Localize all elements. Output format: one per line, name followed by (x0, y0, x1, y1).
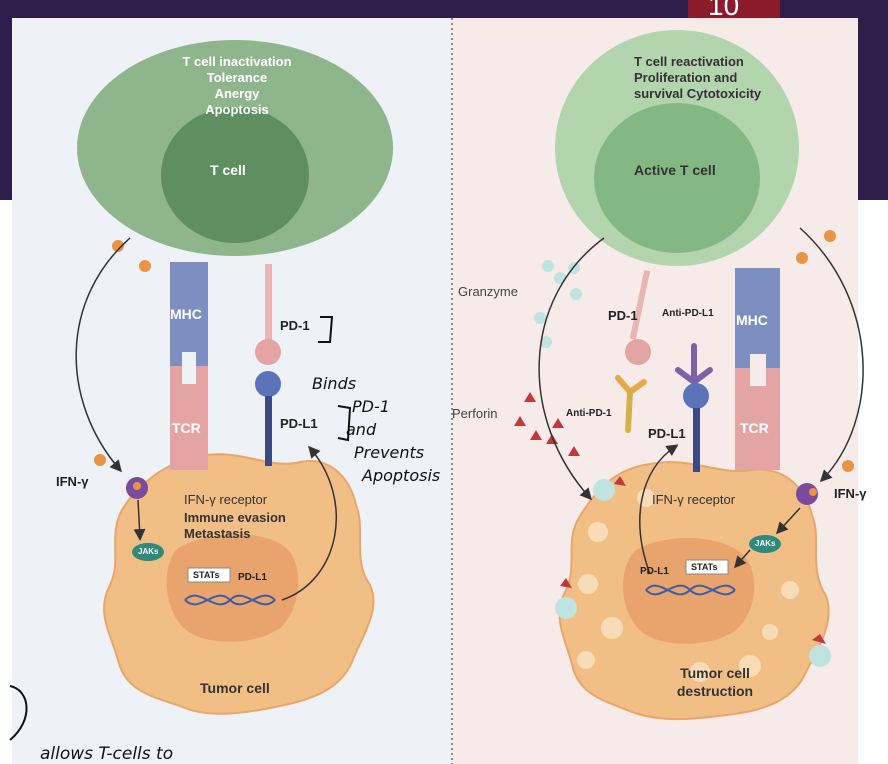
jaks-label-left: JAKs (138, 547, 159, 556)
jaks-label-right: JAKs (755, 539, 776, 548)
ifn-dot (796, 252, 808, 264)
anti-pd1-label: Anti-PD-1 (566, 408, 612, 419)
handwritten-note-binds: Binds PD-1 and Prevents Apoptosis (312, 372, 441, 487)
mhc-left (170, 262, 208, 366)
note-line: Apoptosis (362, 466, 441, 485)
pd1-label-left: PD-1 (280, 318, 310, 333)
pdl1-head-right (683, 383, 709, 409)
stats-label-right: STATs (691, 562, 718, 572)
handwritten-note-bottom: allows T-cells to (40, 744, 174, 764)
stats-box-left (187, 567, 231, 583)
t-cell-label-left: T cell (210, 162, 246, 178)
dna-pdl1-label-left: PD-L1 (238, 572, 267, 583)
status-line: Proliferation and (634, 70, 738, 85)
note-line: and (346, 420, 377, 439)
anti-pdl1-label: Anti-PD-L1 (662, 308, 714, 319)
bracket-bottom (9, 685, 28, 741)
perforin-label: Perforin (452, 406, 498, 421)
mhc-label-right: MHC (736, 312, 768, 328)
bracket-pdl1 (337, 405, 352, 442)
pd1-head-left (255, 339, 281, 365)
pd1-label-right: PD-1 (608, 308, 638, 323)
pd1-stalk-right (629, 270, 651, 340)
ifn-dot (842, 460, 854, 472)
bracket-pd1 (318, 316, 334, 343)
dna-pdl1-label-right: PD-L1 (640, 566, 669, 577)
ifng-label-left: IFN-γ (56, 474, 89, 489)
tumor-vesicles (577, 489, 799, 682)
tumor-label-right: Tumor cell destruction (660, 664, 770, 700)
mhc-right (735, 268, 780, 368)
jaks-icon-right (749, 535, 781, 553)
arrow-dna-to-pdl1-right (639, 444, 679, 575)
pd1-stalk-left (265, 264, 272, 342)
stats-label-left: STATs (193, 570, 220, 580)
evasion-labels: Immune evasion Metastasis (184, 510, 286, 542)
granzyme-label: Granzyme (458, 284, 518, 299)
attached-perforin (560, 476, 826, 644)
ifng-receptor-icon-right (796, 483, 818, 505)
status-line: Apoptosis (205, 102, 269, 117)
active-t-cell-nucleus (594, 103, 760, 253)
status-line: Tolerance (206, 70, 268, 85)
active-t-cell-label: Active T cell (634, 162, 716, 178)
jaks-icon-left (132, 543, 164, 561)
note-line: PD-1 (352, 397, 390, 416)
t-cell-nucleus-left (161, 107, 309, 243)
arrow-dna-to-pdl1 (281, 445, 338, 601)
arrow-granzyme-to-tumor (538, 237, 605, 501)
nucleus-left (166, 534, 299, 642)
tcr-label-left: TCR (172, 420, 201, 436)
note-line: Prevents (354, 443, 425, 462)
ifng-receptor-icon-left (126, 477, 148, 499)
pd1-head-right (625, 339, 651, 365)
pdl1-stalk-right (693, 408, 700, 472)
ifn-dot (112, 240, 124, 252)
t-cell-status-right: T cell reactivation Proliferation and su… (634, 54, 814, 102)
receptor-label-left: IFN-γ receptor (184, 492, 268, 507)
note-line: Binds (312, 374, 357, 393)
mhc-label-left: MHC (170, 306, 202, 322)
anti-pdl1-antibody-icon (675, 343, 713, 386)
evasion-line: Metastasis (184, 526, 251, 541)
status-line: survival Cytotoxicity (634, 86, 762, 101)
slide-number: 10 (708, 0, 740, 21)
evasion-line: Immune evasion (184, 510, 286, 525)
anti-pd1-antibody-icon (615, 375, 647, 433)
attached-granzyme (555, 479, 831, 667)
tcr-label-right: TCR (740, 420, 769, 436)
receptor-label-right: IFN-γ receptor (652, 492, 736, 507)
status-line: Anergy (214, 86, 260, 101)
ifng-label-right: IFN-γ (834, 486, 867, 501)
status-line: T cell inactivation (182, 54, 292, 69)
ifn-dot (824, 230, 836, 242)
stats-box-right (685, 559, 729, 575)
tumor-label-left: Tumor cell (200, 680, 270, 696)
tcr-right (735, 368, 780, 470)
pdl1-label-left: PD-L1 (280, 416, 318, 431)
pdl1-head-left (255, 371, 281, 397)
arrow-tcell-to-receptor (75, 237, 131, 473)
ifn-dot (139, 260, 151, 272)
ifn-dot (94, 454, 106, 466)
t-cell-status-left: T cell inactivation Tolerance Anergy Apo… (162, 54, 312, 118)
tcr-left (170, 366, 208, 470)
tumor-line: destruction (676, 683, 754, 699)
pdl1-stalk-left (265, 396, 272, 466)
slide-number-box (688, 0, 780, 18)
granzyme-dots (534, 260, 582, 348)
perforin-triangles (514, 392, 580, 456)
pdl1-label-right: PD-L1 (648, 426, 686, 441)
arrow-tcell-to-receptor-right (799, 227, 864, 483)
status-line: T cell reactivation (634, 54, 744, 69)
tumor-line: Tumor cell (680, 665, 750, 681)
